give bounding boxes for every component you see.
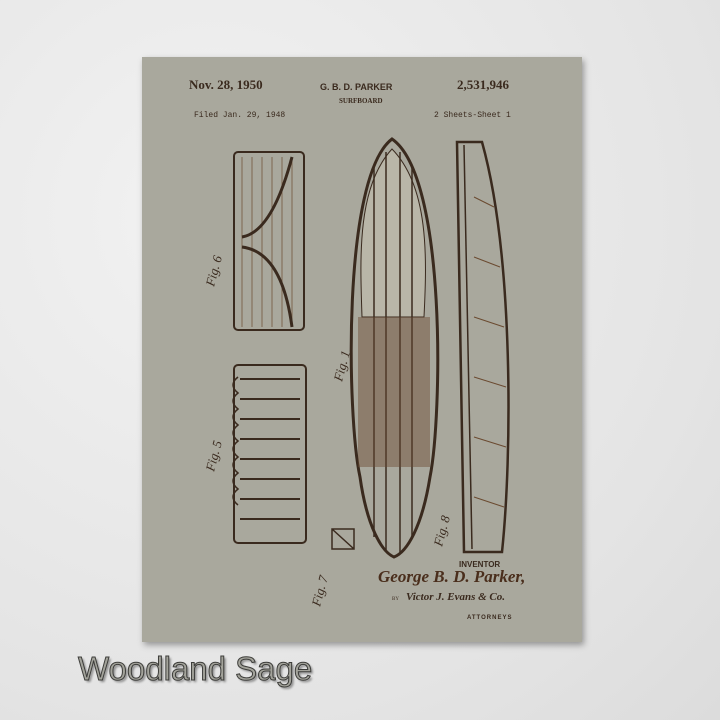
patent-date: Nov. 28, 1950 [189, 77, 263, 92]
sheet-count: 2 Sheets-Sheet 1 [434, 111, 511, 120]
attorney-signature: Victor J. Evans & Co. [406, 591, 506, 603]
surfboard-drawing: Fig. 6 Fig. 5 Fig. 1 Fig. 7 Fig. 8 [202, 137, 510, 609]
patent-title: SURFBOARD [339, 97, 383, 105]
fig-7-label: Fig. 7 [308, 573, 331, 608]
fig-7-drawing [331, 528, 355, 550]
fig-6-label: Fig. 6 [202, 253, 225, 288]
fig-5-drawing [232, 364, 307, 544]
filed-date: Filed Jan. 29, 1948 [194, 111, 286, 120]
inventor-label: INVENTOR [459, 560, 501, 569]
fig-5-label: Fig. 5 [202, 438, 225, 473]
inventor-signature: George B. D. Parker, [378, 567, 526, 586]
color-name-label: Woodland Sage [77, 650, 313, 688]
by-label: BY [392, 597, 399, 602]
fig-1-drawing [349, 137, 440, 559]
fig-6-drawing [233, 151, 305, 331]
patent-print: Nov. 28, 1950 G. B. D. PARKER SURFBOARD … [142, 57, 582, 642]
patent-number: 2,531,946 [457, 77, 509, 92]
attorneys-label: ATTORNEYS [467, 615, 513, 621]
fig-8-label: Fig. 8 [430, 513, 453, 548]
fig-1-label: Fig. 1 [330, 349, 353, 384]
fig-8-drawing [455, 140, 510, 554]
patent-inventor-name: G. B. D. PARKER [320, 82, 393, 92]
